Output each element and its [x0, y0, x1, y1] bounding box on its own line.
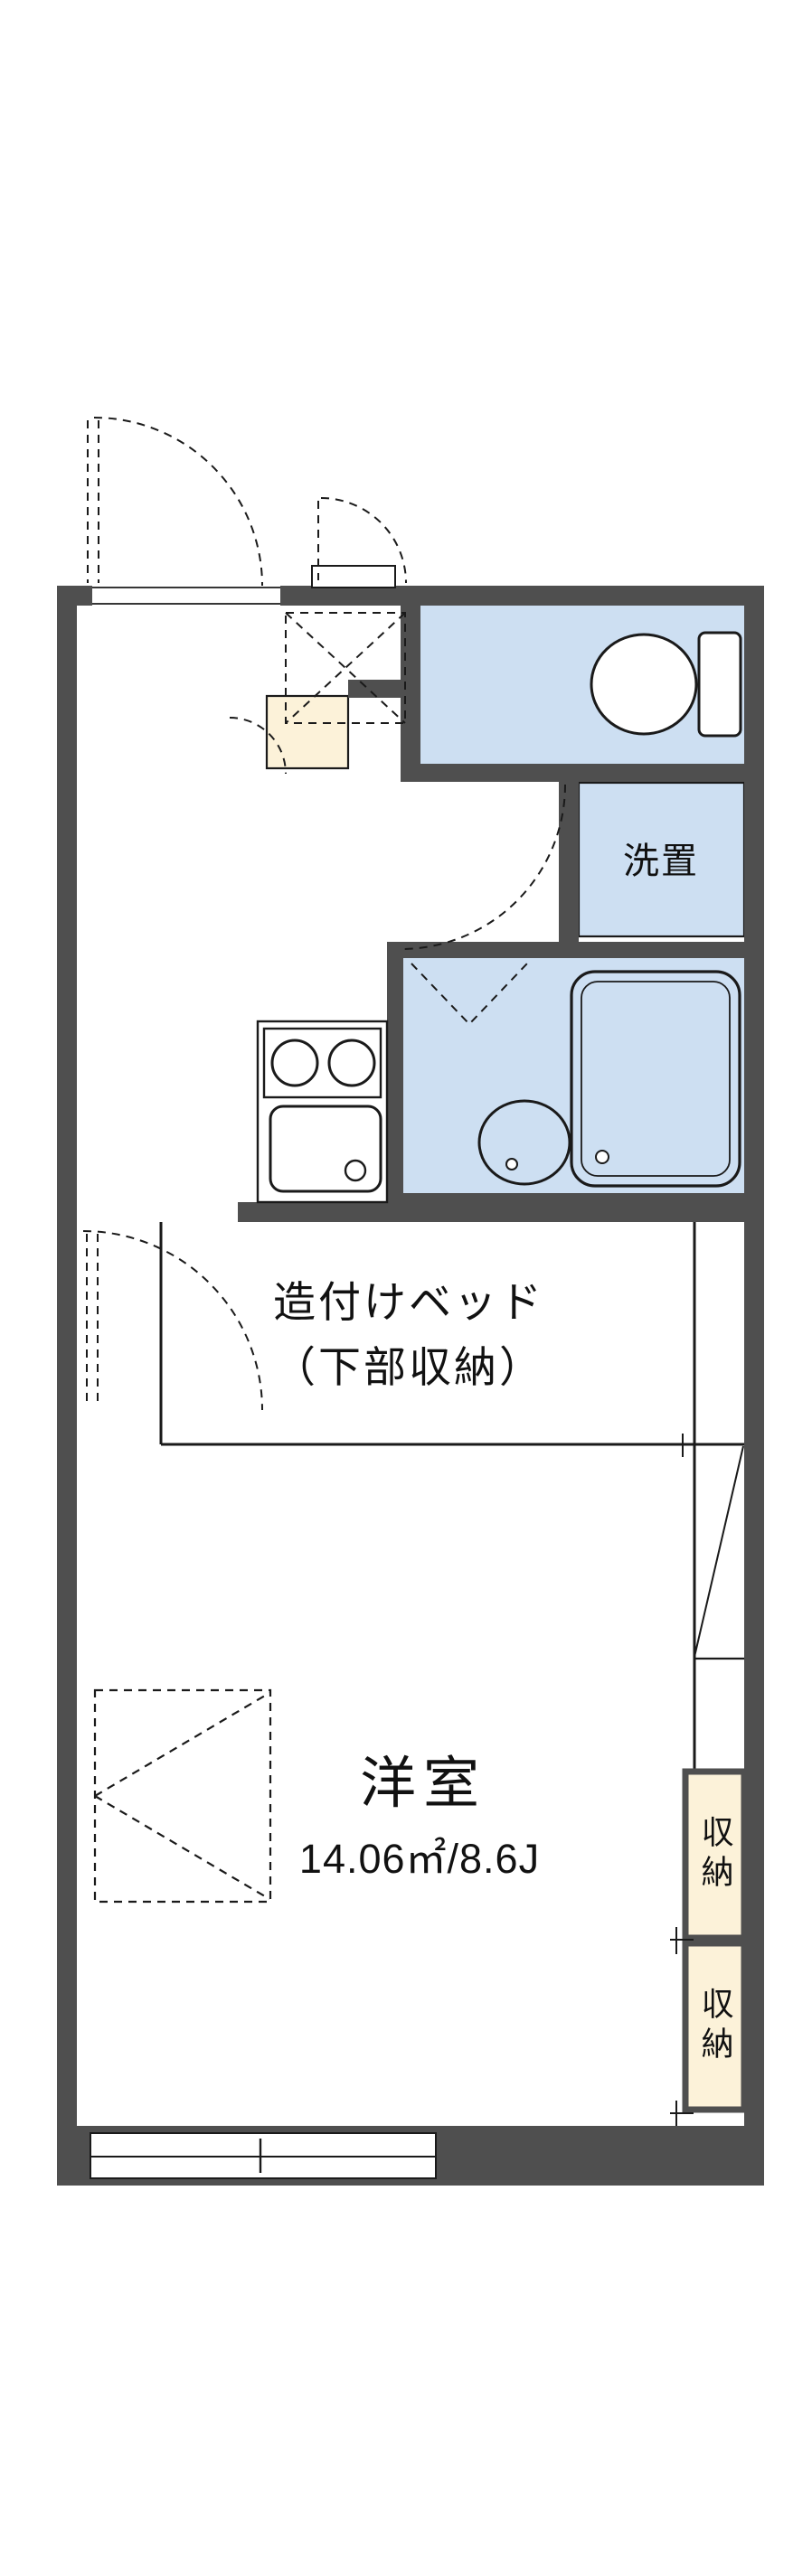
shoe-cabinet-door-swing-arc	[229, 717, 287, 775]
wall-segment	[348, 680, 401, 698]
storage-boxes	[670, 1434, 748, 2126]
cabinet-cross-line	[285, 612, 406, 724]
bath-fixtures	[477, 970, 741, 1188]
laundry-room-label: 洗置	[623, 841, 699, 881]
closet-diagonal-line	[694, 1445, 744, 1658]
genkan-tile	[265, 694, 350, 770]
main-room-name-label: 洋室	[359, 1752, 487, 1815]
wall-segment	[559, 782, 579, 954]
storage-box-bottom	[682, 1940, 748, 2113]
washroom-door-swing-arc	[400, 784, 566, 950]
bed-storage-sub-label: （下部収納）	[273, 1342, 544, 1391]
wall-segment	[280, 586, 764, 606]
entrance-door-swing-arc	[93, 417, 263, 587]
wall-segment	[401, 606, 420, 782]
toilet-tank	[697, 631, 742, 738]
window-bottom	[90, 2132, 437, 2179]
entrance-opening	[92, 565, 396, 605]
shoe-cabinet-overhead	[285, 612, 406, 724]
wall-segment	[238, 1202, 764, 1222]
cabinet-outline	[285, 612, 406, 724]
hinge-tick	[670, 2101, 694, 2126]
folding-desk-dashed	[93, 1688, 272, 1904]
hinge-tick	[670, 1927, 694, 1954]
bathtub-inner	[581, 981, 731, 1177]
built-in-bed-label: 造付けベッド	[273, 1277, 544, 1326]
entrance-door-leaf	[311, 565, 396, 588]
kitchen-sink-icon	[269, 1105, 382, 1193]
entrance-inner-door-swing-arc	[320, 497, 407, 584]
bathtub-icon	[570, 970, 741, 1188]
toilet-icon	[590, 631, 742, 738]
wall-segment	[57, 586, 77, 2186]
wall-segment	[744, 586, 764, 2186]
sink-drain	[344, 1159, 367, 1182]
washbasin-icon	[477, 1099, 571, 1186]
kitchen	[256, 1020, 389, 1204]
storage-box-top	[682, 1768, 748, 1941]
main-room-size-label: 14.06㎡/8.6J	[298, 1836, 541, 1882]
cabinet-cross-line	[285, 612, 406, 724]
wall-segment	[401, 764, 764, 782]
storage-top-label: 収納	[696, 1815, 734, 1894]
bed-box-outline	[159, 1222, 744, 1446]
desk-fold-line	[94, 1795, 270, 1900]
desk-fold-line	[94, 1692, 270, 1797]
bathroom	[403, 958, 744, 1193]
laundry-room	[577, 781, 746, 938]
washbasin-drain	[505, 1158, 518, 1170]
desk-outline	[93, 1688, 272, 1904]
toilet-bowl	[590, 633, 698, 736]
bathtub-drain	[595, 1150, 609, 1164]
room-door-swing-arc	[82, 1230, 263, 1411]
room-fills	[265, 606, 746, 1193]
stove-burner	[327, 1039, 376, 1087]
interior-walls	[238, 606, 764, 1222]
storage-bottom-label: 収納	[696, 1987, 734, 2066]
wall-segment	[387, 942, 403, 1209]
hinge-tick	[672, 1434, 694, 1457]
stove-burner	[270, 1039, 319, 1087]
wall-segment	[387, 942, 764, 958]
door-swings	[82, 417, 566, 1411]
